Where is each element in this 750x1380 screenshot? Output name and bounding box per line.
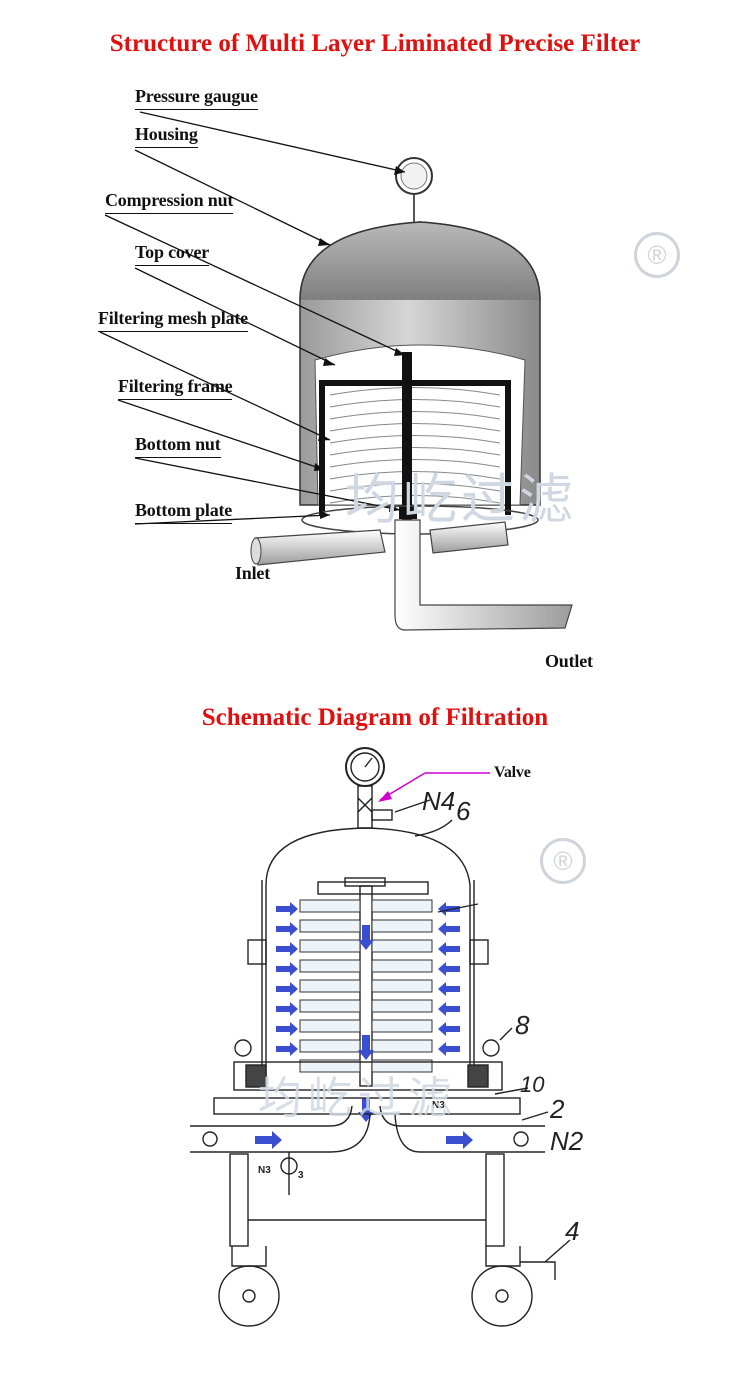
inlet-pipe bbox=[254, 529, 386, 566]
label-housing: Housing bbox=[135, 124, 198, 148]
structure-title: Structure of Multi Layer Liminated Preci… bbox=[109, 30, 641, 57]
registered-mark-icon: ® bbox=[634, 232, 680, 278]
bottom-nut-shape bbox=[399, 505, 417, 519]
schematic-title: Schematic Diagram of Filtration bbox=[201, 704, 549, 731]
mesh-plates bbox=[329, 387, 501, 504]
watermark-text: 均屹过滤 bbox=[258, 1073, 458, 1124]
label-2: 2 bbox=[550, 1094, 565, 1124]
label-6: 6 bbox=[456, 796, 471, 826]
label-pressure-gauge: Pressure gaugue bbox=[135, 86, 258, 110]
label-valve: Valve bbox=[494, 764, 531, 781]
label-bottom-nut: Bottom nut bbox=[135, 434, 221, 458]
registered-mark-icon: ® bbox=[540, 838, 586, 884]
label-n2: N2 bbox=[550, 1126, 584, 1156]
label-3: 3 bbox=[298, 1170, 304, 1181]
label-filtering-frame: Filtering frame bbox=[118, 376, 233, 400]
outlet-pipe bbox=[394, 519, 573, 631]
label-n3-drain: N3 bbox=[258, 1165, 271, 1176]
label-compression-nut: Compression nut bbox=[105, 190, 233, 214]
watermark-text: 均屹过滤 bbox=[345, 468, 577, 531]
center-rod bbox=[402, 352, 412, 522]
filter-plates bbox=[299, 899, 433, 1073]
label-bottom-plate: Bottom plate bbox=[135, 500, 232, 524]
label-inlet: Inlet bbox=[235, 563, 271, 583]
label-filtering-mesh-plate: Filtering mesh plate bbox=[98, 308, 248, 332]
label-8: 8 bbox=[515, 1010, 530, 1040]
filtering-frame bbox=[319, 380, 511, 515]
label-n3-base: N3 bbox=[432, 1100, 445, 1111]
label-10: 10 bbox=[520, 1072, 545, 1097]
label-n4: N4 bbox=[422, 786, 456, 816]
housing-dome bbox=[299, 221, 541, 301]
label-top-cover: Top cover bbox=[135, 242, 209, 266]
label-outlet: Outlet bbox=[545, 651, 593, 671]
structure-diagram bbox=[99, 111, 573, 631]
label-4: 4 bbox=[565, 1216, 580, 1246]
